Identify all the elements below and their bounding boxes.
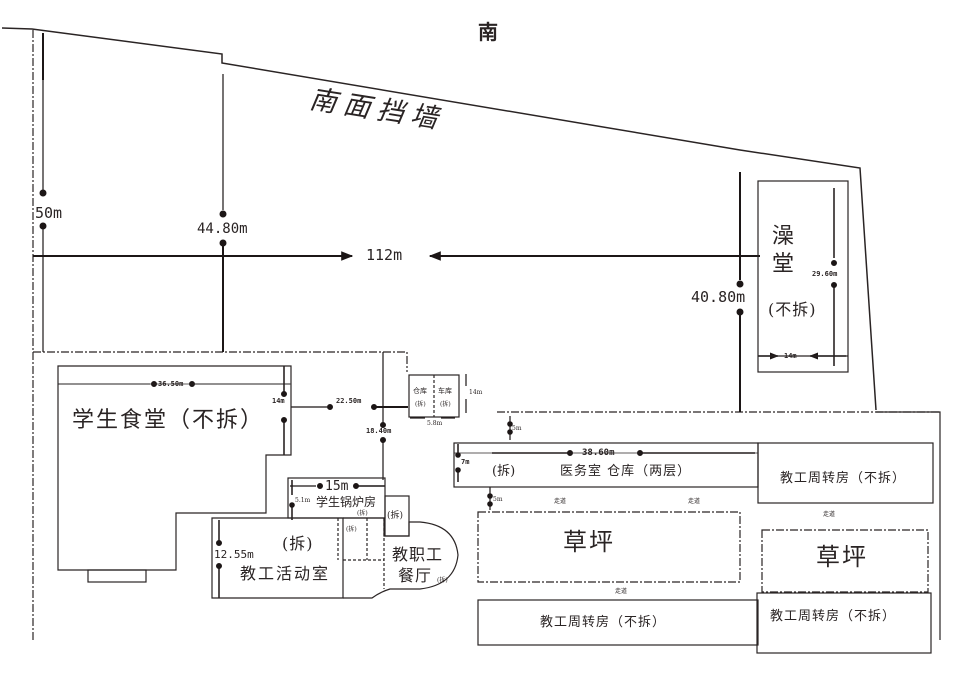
dim-boiler-width: 15m [325, 479, 349, 494]
housing-east-outline [757, 442, 934, 504]
housing-east-name: 教工周转房（不拆） [780, 471, 907, 486]
dim-mid-depth: 44.80m [197, 221, 248, 237]
garage-status: (拆) [440, 401, 451, 408]
dining-hall-outline [343, 517, 459, 599]
lawn-east-outline [761, 529, 929, 593]
dim-clinic-gap-south: 5m [493, 496, 503, 503]
bathhouse-status: (不拆) [768, 300, 817, 319]
dim-bathhouse-length: 29.60m [812, 270, 838, 278]
dim-junction-to-boiler: 18.40m [366, 427, 392, 435]
bathhouse-name-2: 堂 [772, 252, 797, 277]
housing-se-outline [756, 592, 932, 654]
canteen-outline [57, 365, 292, 571]
dim-clinic-depth: 7m [461, 458, 470, 466]
dim-canteen-depth: 14m [272, 397, 285, 405]
dim-west-depth: 50m [35, 204, 63, 222]
dining-hall-name-1: 教职工 [392, 545, 444, 564]
activity-room-name: 教工活动室 [240, 564, 331, 583]
annex-a-status: (拆) [346, 526, 357, 533]
lawn-central-label: 草坪 [563, 528, 615, 556]
activity-room-status: (拆) [282, 534, 314, 553]
housing-south-outline [477, 599, 759, 646]
walkway-label-4: 走道 [823, 511, 836, 518]
dim-clinic-gap-north: 5m [512, 425, 522, 432]
south-retaining-wall [1, 27, 877, 411]
dim-bathhouse-width: 14m [784, 352, 797, 360]
clinic-name: 医务室 仓库（两层） [560, 464, 692, 479]
site-boundary-east-edge [876, 411, 941, 640]
clinic-status: (拆) [492, 464, 516, 479]
walkway-label-2: 走道 [688, 498, 701, 505]
bathhouse-outline [757, 180, 849, 373]
dim-storage-depth: 14m [469, 389, 483, 396]
dim-clinic-width: 38.60m [582, 448, 615, 458]
lawn-east-label: 草坪 [816, 543, 868, 571]
dining-hall-status: (拆) [437, 577, 448, 584]
housing-south-name: 教工周转房（不拆） [540, 615, 667, 630]
boiler-room-name: 学生锅炉房 [316, 495, 377, 509]
walkway-label-3: 走道 [615, 588, 628, 595]
dim-boiler-depth: 5.1m [295, 497, 311, 504]
dim-total-width: 112m [366, 246, 403, 264]
garage-name: 车库 [438, 387, 452, 395]
walkway-label-1: 走道 [554, 498, 567, 505]
lawn-central-outline [477, 511, 741, 583]
dim-canteen-width: 36.50m [158, 380, 184, 388]
dim-canteen-to-junction: 22.50m [336, 397, 362, 405]
dim-activity-depth: 12.55m [214, 548, 254, 561]
student-canteen-name: 学生食堂（不拆） [72, 408, 265, 433]
dining-hall-name-2: 餐厅 [398, 566, 433, 585]
site-boundary-inner [33, 351, 408, 372]
dim-east-depth: 40.80m [691, 288, 746, 306]
dim-storage-width: 5.8m [427, 420, 443, 427]
annex-b-status: (拆) [387, 511, 404, 521]
bathhouse-name-1: 澡 [772, 224, 797, 249]
housing-se-name: 教工周转房（不拆） [770, 609, 897, 624]
storage-status: (拆) [415, 401, 426, 408]
boiler-room-status: (拆) [357, 510, 368, 517]
compass-south-label: 南 [478, 20, 498, 44]
canteen-entrance [87, 569, 147, 583]
storage-name: 仓库 [413, 387, 427, 395]
